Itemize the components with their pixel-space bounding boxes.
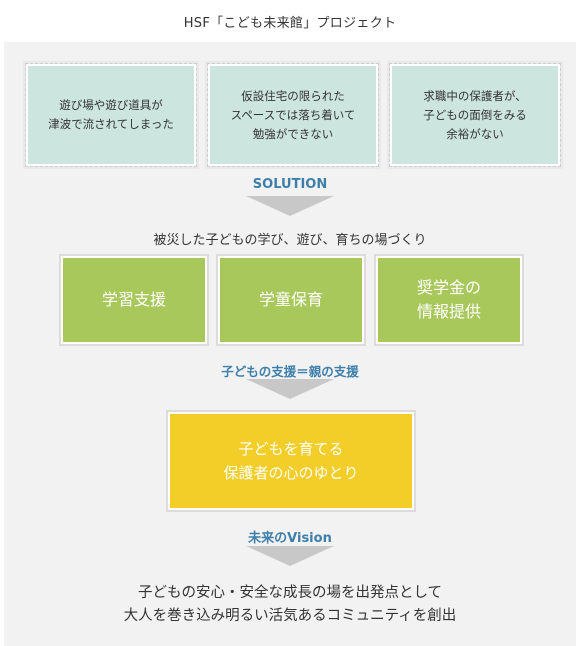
vision-label: 未来のVision <box>248 531 332 546</box>
support-label: 子どもの支援＝親の支援 <box>221 364 359 379</box>
problem-box-playground: 遊び場や遊び道具が 津波で流されてしまった <box>25 63 197 167</box>
problem-box-study-space: 仮設住宅の限られた スペースでは落ち着いて 勉強ができない <box>207 63 379 167</box>
solution-box-after-school: 学童保育 <box>218 256 364 344</box>
page-title: HSF「こども未来館」プロジェクト <box>183 16 397 31</box>
solution-box-study-support: 学習支援 <box>61 256 207 344</box>
arrow-down-icon <box>246 546 334 566</box>
vision-statement: 子どもの安心・安全な成長の場を出発点として 大人を巻き込み明るい活気あるコミュニ… <box>123 585 457 624</box>
problem-box-parents: 求職中の保護者が、 子どもの面倒をみる 余裕がない <box>389 63 561 167</box>
core-box-parent-ease: 子どもを育てる 保護者の心のゆとり <box>168 412 414 510</box>
arrow-down-icon <box>246 379 334 399</box>
arrow-down-icon <box>246 196 334 216</box>
solution-box-scholarship: 奨学金の 情報提供 <box>376 256 522 344</box>
solution-label: SOLUTION <box>252 177 328 192</box>
subtitle: 被災した子どもの学び、遊び、育ちの場づくり <box>153 233 427 248</box>
